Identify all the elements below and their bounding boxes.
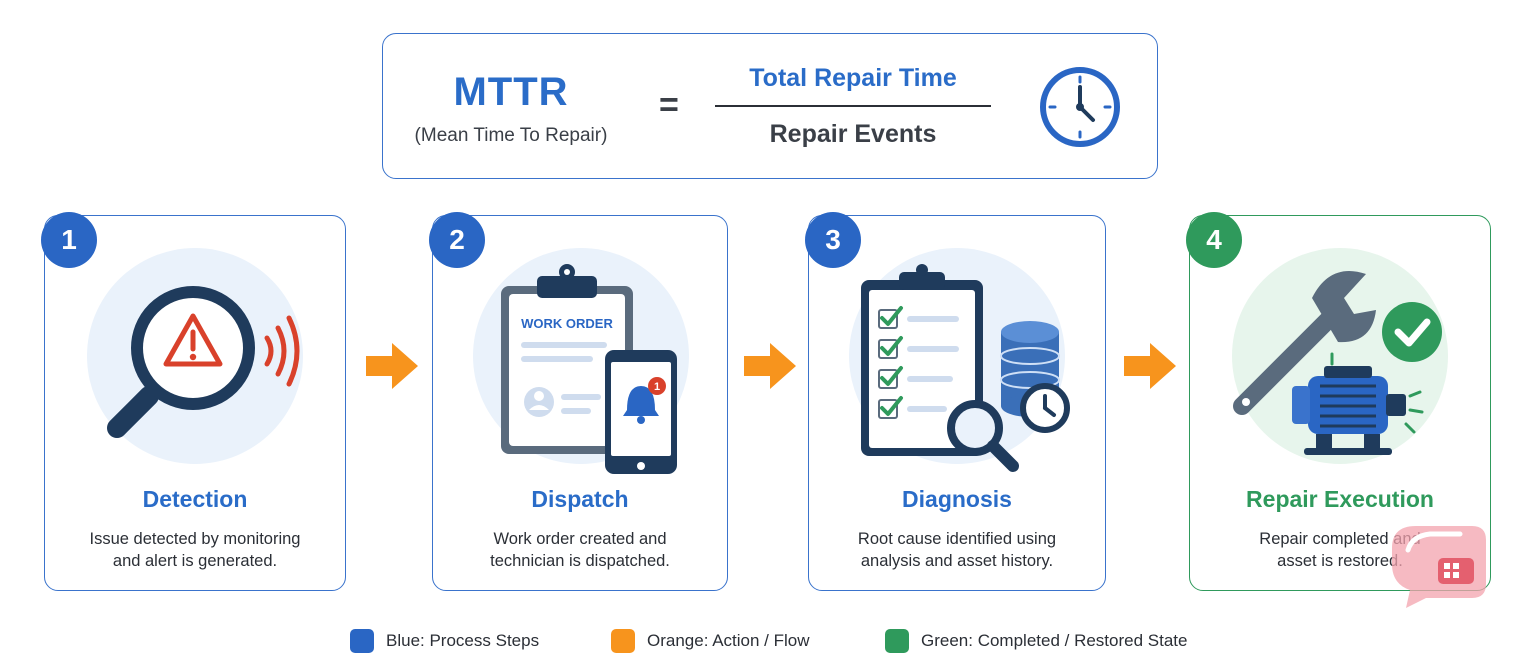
magnifier-alert-icon — [87, 248, 303, 464]
step-title: Dispatch — [531, 486, 629, 512]
legend-item-blue: Blue: Process Steps — [350, 629, 539, 653]
step-number-badge: 3 — [805, 212, 861, 268]
fraction-bar — [715, 105, 991, 107]
watermark-logo-icon — [1392, 526, 1486, 608]
clock-icon — [1040, 67, 1120, 147]
step-number-badge: 1 — [41, 212, 97, 268]
description-line: Root cause identified using — [857, 530, 1057, 548]
step-card-diagnosis: 3 Diagnosis Root cause identified using … — [805, 212, 1106, 591]
description-line: Work order created and — [493, 530, 667, 548]
formula-box: MTTR (Mean Time To Repair) = Total Repai… — [382, 33, 1158, 179]
description-line: technician is dispatched. — [490, 552, 670, 570]
legend-item-orange: Orange: Action / Flow — [611, 629, 810, 653]
step-title: Diagnosis — [902, 486, 1012, 512]
notification-count: 1 — [654, 381, 660, 393]
formula-subtitle: (Mean Time To Repair) — [414, 125, 608, 146]
legend-swatch-blue — [350, 629, 374, 653]
clipboard-label: WORK ORDER — [521, 316, 613, 331]
legend-swatch-green — [885, 629, 909, 653]
legend-swatch-orange — [611, 629, 635, 653]
step-description: Issue detected by monitoring and alert i… — [57, 528, 333, 572]
legend-item-green: Green: Completed / Restored State — [885, 629, 1187, 653]
formula-denominator: Repair Events — [769, 120, 937, 148]
step-card-detection: 1 Detection Issue detected by monitoring… — [41, 212, 346, 591]
equals-sign: = — [659, 86, 679, 124]
description-line: asset is restored. — [1277, 552, 1403, 570]
formula-numerator: Total Repair Time — [749, 64, 957, 92]
step-card-dispatch: WORK ORDER 1 2 Dispatch Work order creat… — [429, 212, 728, 591]
wrench-motor-check-icon — [1232, 248, 1448, 464]
description-line: Repair completed and — [1259, 530, 1421, 548]
checklist-database-icon — [849, 248, 1070, 472]
flow-arrow-icon — [744, 343, 796, 389]
legend-label: Orange: Action / Flow — [647, 631, 810, 650]
step-description: Root cause identified using analysis and… — [821, 528, 1093, 572]
flow-arrow-icon — [366, 343, 418, 389]
work-order-phone-icon: WORK ORDER 1 — [473, 248, 689, 474]
description-line: and alert is generated. — [112, 552, 278, 570]
description-line: Issue detected by monitoring — [89, 530, 301, 548]
formula-title: MTTR — [453, 70, 569, 114]
flow-arrow-icon — [1124, 343, 1176, 389]
legend-label: Blue: Process Steps — [386, 631, 540, 650]
step-description: Repair completed and asset is restored. — [1202, 528, 1478, 572]
step-description: Work order created and technician is dis… — [445, 528, 715, 572]
description-line: analysis and asset history. — [860, 552, 1054, 570]
step-number-badge: 2 — [429, 212, 485, 268]
step-title: Repair Execution — [1246, 486, 1434, 512]
step-card-repair-execution: 4 Repair Execution Repair completed and … — [1186, 212, 1491, 591]
step-number-badge: 4 — [1186, 212, 1242, 268]
step-title: Detection — [142, 486, 248, 512]
legend-label: Green: Completed / Restored State — [921, 631, 1188, 650]
